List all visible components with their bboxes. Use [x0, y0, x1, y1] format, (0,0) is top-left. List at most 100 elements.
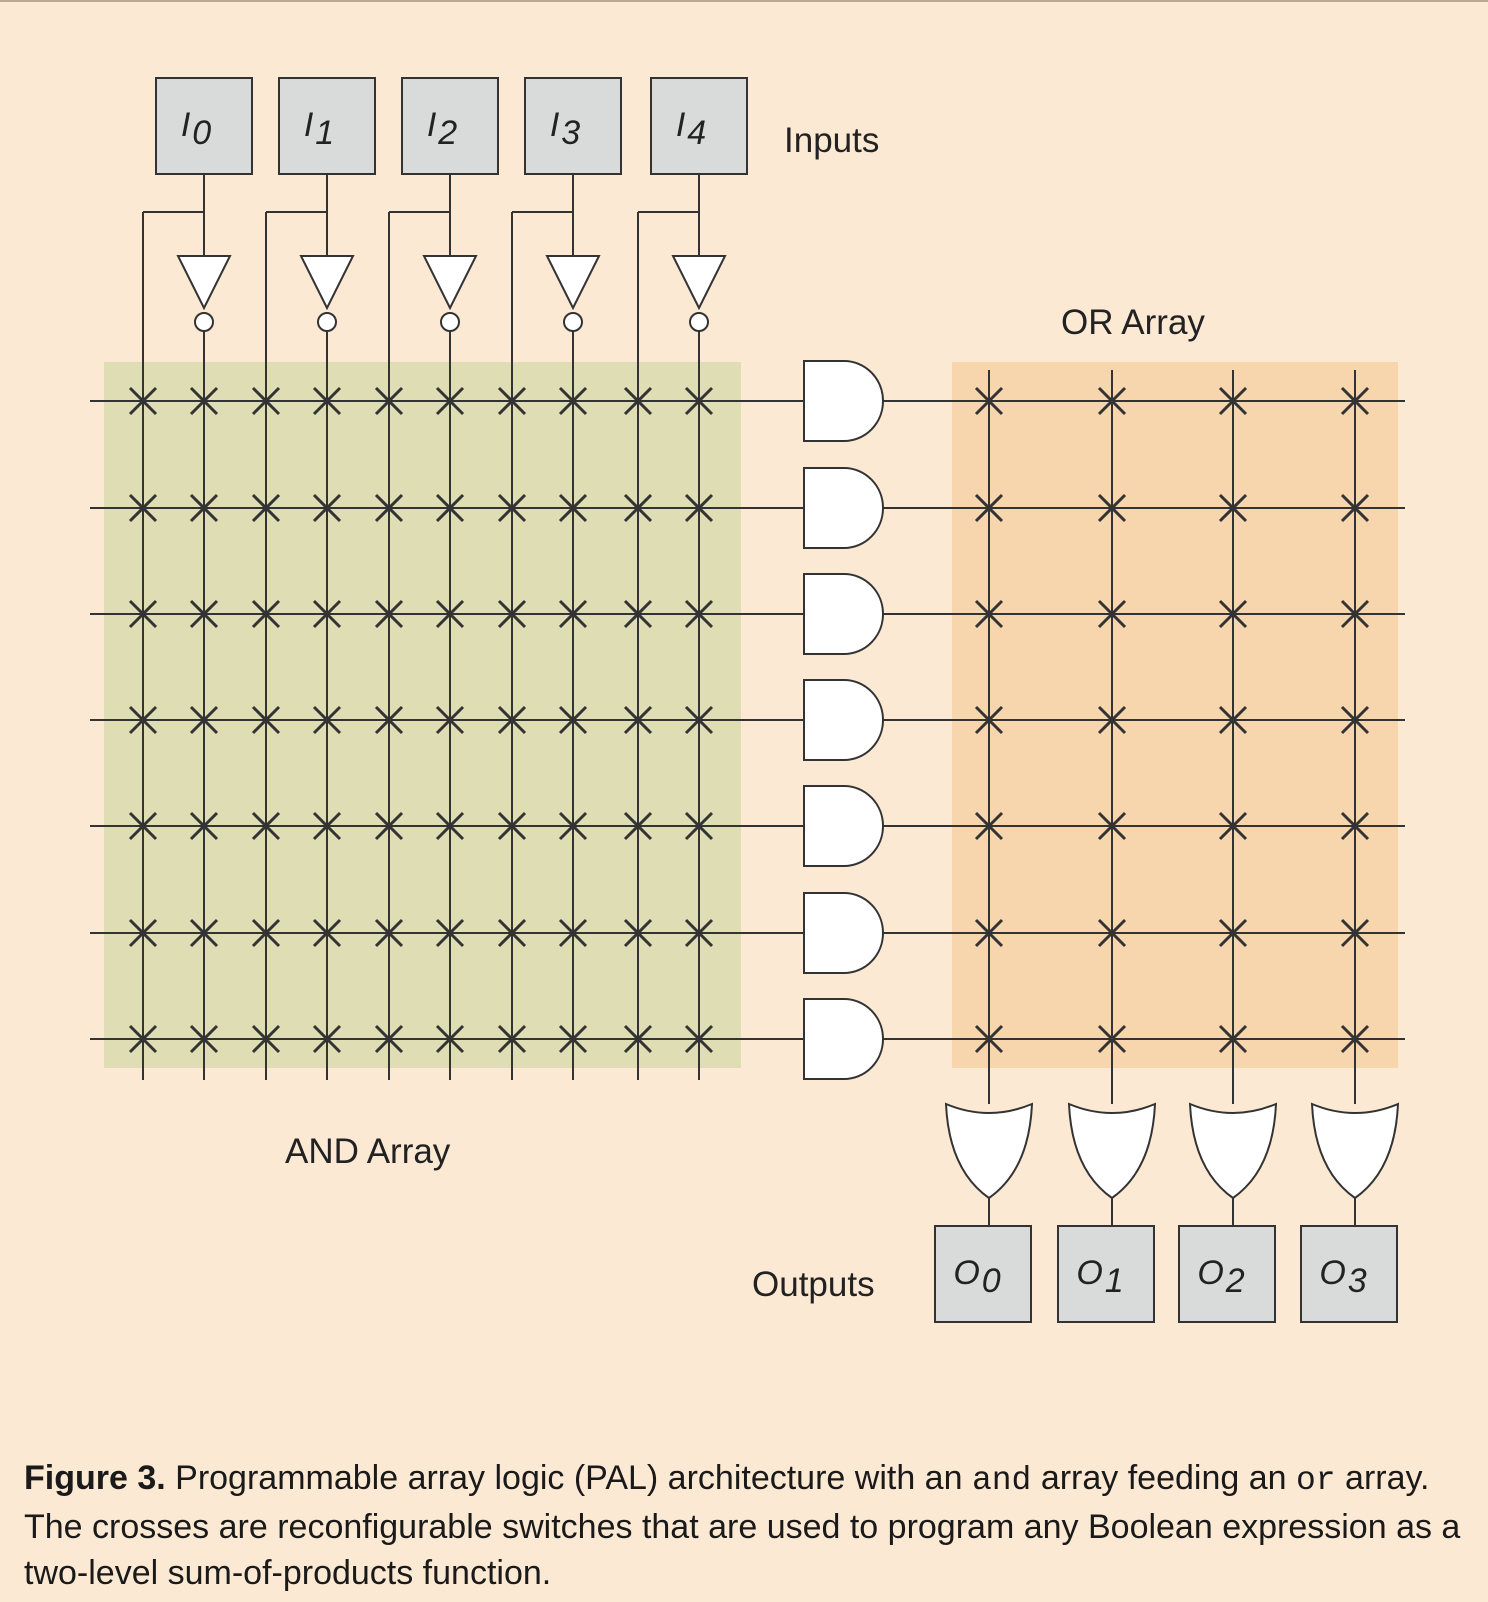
figure-label: Figure 3. [24, 1459, 166, 1497]
and-array-label: AND Array [285, 1132, 451, 1171]
switch-cross [974, 1024, 1004, 1054]
switch-cross [435, 1024, 465, 1054]
or-gate [1188, 1102, 1278, 1200]
switch-cross [128, 705, 158, 735]
switch-cross [189, 599, 219, 629]
inverter-gate [545, 255, 601, 311]
switch-cross [1097, 705, 1127, 735]
or-array-region [952, 362, 1398, 1068]
switch-cross [558, 599, 588, 629]
switch-cross [1340, 918, 1370, 948]
inverter-bubble [689, 312, 709, 332]
switch-cross [189, 811, 219, 841]
switch-cross [128, 811, 158, 841]
switch-cross [1218, 918, 1248, 948]
switch-cross [497, 386, 527, 416]
and-gate [803, 573, 884, 655]
switch-cross [684, 493, 714, 523]
switch-cross [497, 705, 527, 735]
switch-cross [128, 1024, 158, 1054]
switch-cross [1218, 811, 1248, 841]
switch-cross [684, 386, 714, 416]
switch-cross [974, 918, 1004, 948]
output-box [1300, 1225, 1398, 1323]
switch-cross [1340, 1024, 1370, 1054]
wires [90, 174, 1405, 1226]
and-gate [803, 892, 884, 974]
inverter-gate [176, 255, 232, 311]
switch-cross [189, 493, 219, 523]
input-box [278, 77, 376, 175]
input-box [524, 77, 622, 175]
switch-cross [558, 386, 588, 416]
switch-cross [1340, 493, 1370, 523]
gates [176, 255, 1400, 1200]
and-gate [803, 467, 884, 549]
inverter-bubble [194, 312, 214, 332]
switch-cross [251, 811, 281, 841]
switch-cross [189, 386, 219, 416]
switch-cross [1097, 1024, 1127, 1054]
switch-cross [312, 1024, 342, 1054]
switch-cross [1218, 493, 1248, 523]
or-gate [1310, 1102, 1400, 1200]
switch-cross [974, 493, 1004, 523]
switch-cross [1097, 599, 1127, 629]
switch-cross [1097, 918, 1127, 948]
and-gate [803, 785, 884, 867]
switch-cross [435, 386, 465, 416]
switch-cross [623, 1024, 653, 1054]
switch-cross [684, 811, 714, 841]
output-box [934, 1225, 1032, 1323]
switch-cross [684, 1024, 714, 1054]
or-array-label: OR Array [1061, 303, 1205, 342]
or-gate [944, 1102, 1034, 1200]
switch-cross [128, 386, 158, 416]
switch-cross [1097, 811, 1127, 841]
switch-cross [623, 705, 653, 735]
switch-cross [128, 493, 158, 523]
caption-text-3: array. The crosses are reconfigurable sw… [24, 1459, 1461, 1592]
inverter-gate [299, 255, 355, 311]
switch-cross [1097, 493, 1127, 523]
switch-cross [374, 1024, 404, 1054]
switch-cross [189, 705, 219, 735]
switch-cross [374, 705, 404, 735]
switch-cross [312, 493, 342, 523]
switch-cross [435, 705, 465, 735]
caption-text-2: array feeding an [1031, 1459, 1296, 1497]
inputs-label: Inputs [784, 121, 879, 160]
output-box [1057, 1225, 1155, 1323]
caption-code-or: or [1296, 1462, 1336, 1499]
switch-cross [623, 811, 653, 841]
caption-text-1: Programmable array logic (PAL) architect… [165, 1459, 972, 1497]
switch-cross [623, 493, 653, 523]
switch-cross [312, 811, 342, 841]
caption-code-and: and [971, 1462, 1032, 1499]
switch-cross [1218, 386, 1248, 416]
switch-cross [251, 386, 281, 416]
switch-cross [623, 599, 653, 629]
switch-cross [435, 599, 465, 629]
switch-cross [497, 918, 527, 948]
switch-cross [435, 811, 465, 841]
switch-cross [1218, 599, 1248, 629]
switch-crosses [128, 386, 1370, 1054]
switch-cross [189, 918, 219, 948]
switch-cross [312, 705, 342, 735]
inverter-gate [671, 255, 727, 311]
switch-cross [497, 493, 527, 523]
switch-cross [251, 1024, 281, 1054]
switch-cross [189, 1024, 219, 1054]
and-gate [803, 679, 884, 761]
switch-cross [251, 493, 281, 523]
or-gate [1067, 1102, 1157, 1200]
switch-cross [435, 493, 465, 523]
outputs-label: Outputs [752, 1265, 875, 1304]
switch-cross [1218, 705, 1248, 735]
switch-cross [312, 386, 342, 416]
switch-cross [684, 705, 714, 735]
figure-caption: Figure 3. Programmable array logic (PAL)… [24, 1455, 1474, 1596]
